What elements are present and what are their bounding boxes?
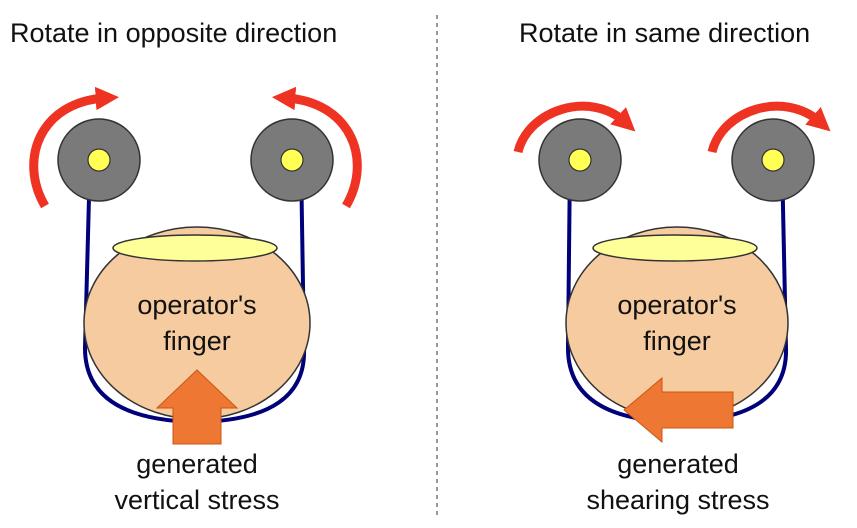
left-stress-label-line2: vertical stress (114, 485, 280, 515)
left-roller-1 (57, 118, 141, 202)
right-finger-label-line2: finger (643, 326, 711, 356)
right-stress-label-line1: generated (617, 449, 739, 479)
right-rotation-arrow-1 (513, 101, 636, 154)
right-finger-label: operator's finger (577, 287, 777, 359)
left-panel-title: Rotate in opposite direction (10, 18, 338, 48)
left-finger-label-line2: finger (163, 326, 231, 356)
right-stress-label: generated shearing stress (548, 446, 808, 518)
right-stress-label-line2: shearing stress (586, 485, 770, 515)
left-diagram (29, 86, 362, 445)
vertical-stress-arrow (155, 369, 239, 445)
left-stress-label: generated vertical stress (67, 446, 327, 518)
right-roller-1 (538, 118, 622, 202)
left-finger-label: operator's finger (97, 287, 297, 359)
right-roller-2 (731, 118, 815, 202)
right-finger-label-line1: operator's (617, 290, 737, 320)
left-rotation-arrow-2 (271, 86, 362, 209)
left-finger-top (112, 234, 278, 262)
left-finger-label-line1: operator's (137, 290, 257, 320)
left-roller-2 (250, 118, 334, 202)
right-panel-title: Rotate in same direction (519, 18, 811, 48)
shearing-stress-arrow (623, 376, 734, 444)
right-finger-top (592, 234, 758, 262)
right-diagram (513, 101, 831, 444)
right-rotation-arrow-2 (707, 101, 831, 154)
left-rotation-arrow-1 (29, 86, 120, 209)
left-stress-label-line1: generated (136, 449, 258, 479)
